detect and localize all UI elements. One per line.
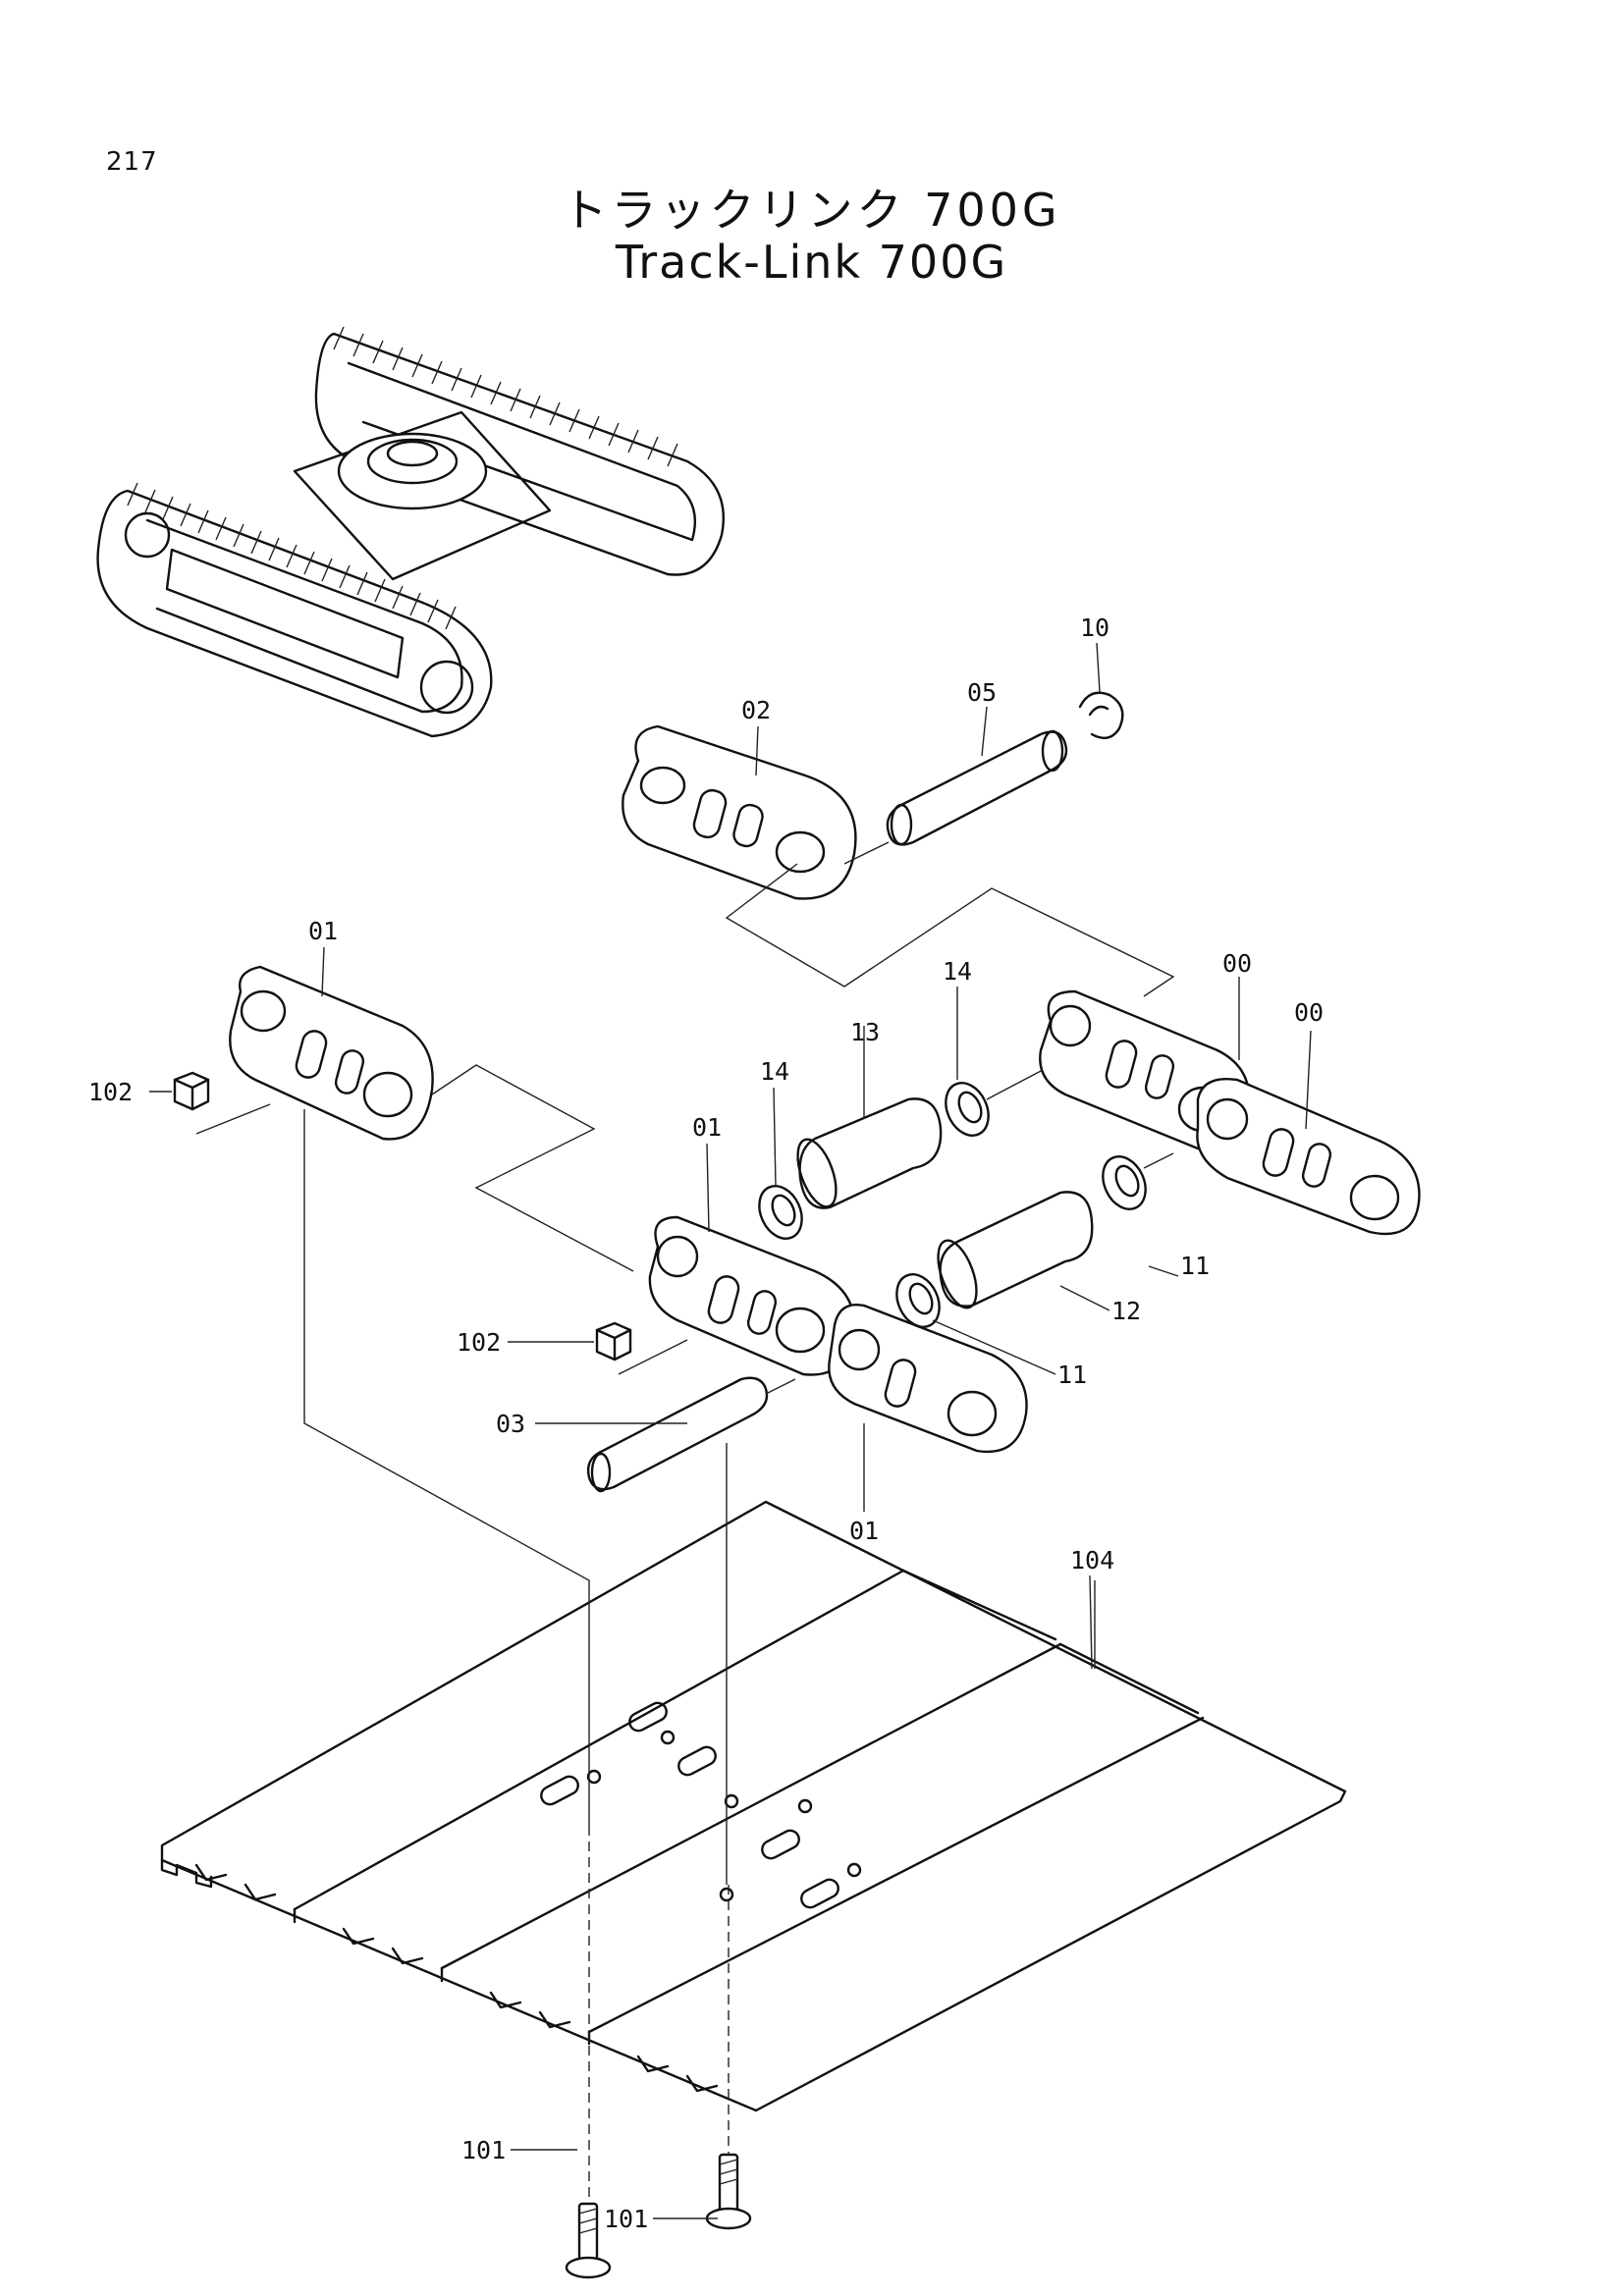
part-01-track-link-left — [229, 965, 634, 1272]
callout-11-left: 11 — [1057, 1361, 1087, 1389]
part-104-track-shoe — [160, 1500, 1347, 2112]
callout-102-lower: 102 — [457, 1328, 501, 1357]
part-05-track-pin — [843, 729, 1068, 865]
part-14-seal-lower — [758, 1185, 803, 1240]
part-02-track-link-top — [622, 724, 1175, 997]
part-101-bolt-lower — [705, 2153, 752, 2230]
part-14-seal-upper — [945, 1069, 1044, 1137]
callout-13: 13 — [850, 1018, 880, 1046]
callout-11-right: 11 — [1180, 1252, 1210, 1280]
part-01-track-link-center — [648, 1215, 856, 1376]
callout-01-left: 01 — [308, 917, 338, 945]
callout-14-upper: 14 — [943, 957, 972, 986]
callout-leaders — [149, 642, 1312, 2219]
page-number: 217 — [106, 147, 158, 177]
part-00-track-link-right-b — [1196, 1078, 1421, 1236]
part-13-bushing — [796, 1097, 943, 1209]
callout-102-upper: 102 — [88, 1078, 133, 1106]
callout-101-upper: 101 — [461, 2136, 506, 2164]
callout-03: 03 — [496, 1410, 525, 1438]
part-11-seal-left — [895, 1273, 941, 1328]
part-101-bolt-upper — [565, 2202, 612, 2279]
callout-00-b: 00 — [1294, 998, 1324, 1027]
callout-01-lower: 01 — [849, 1517, 879, 1545]
callout-02: 02 — [741, 696, 771, 724]
callout-labels: 10 05 02 01 00 00 14 13 14 01 102 102 11… — [88, 614, 1324, 2233]
assembly-guide-lines — [303, 1109, 730, 2204]
callout-12: 12 — [1111, 1297, 1141, 1325]
callout-10: 10 — [1080, 614, 1109, 642]
part-102-nut-lower — [595, 1321, 632, 1362]
undercarriage-overview — [96, 326, 725, 738]
part-10-snap-ring — [1078, 691, 1124, 740]
callout-14-lower: 14 — [760, 1057, 789, 1086]
callout-05: 05 — [967, 678, 997, 707]
part-12-bushing — [937, 1191, 1094, 1309]
callout-01-center: 01 — [692, 1113, 722, 1142]
title-english: Track-Link 700G — [615, 236, 1008, 289]
part-01-track-link-center-lower — [828, 1304, 1028, 1454]
part-11-seal-right — [1102, 1152, 1174, 1210]
callout-101-lower: 101 — [604, 2205, 648, 2233]
title-japanese: トラックリンク 700G — [562, 184, 1061, 237]
part-102-nut-upper — [173, 1071, 210, 1111]
callout-00-a: 00 — [1222, 949, 1252, 978]
part-03-master-pin — [586, 1376, 796, 1493]
callout-104: 104 — [1070, 1546, 1114, 1575]
